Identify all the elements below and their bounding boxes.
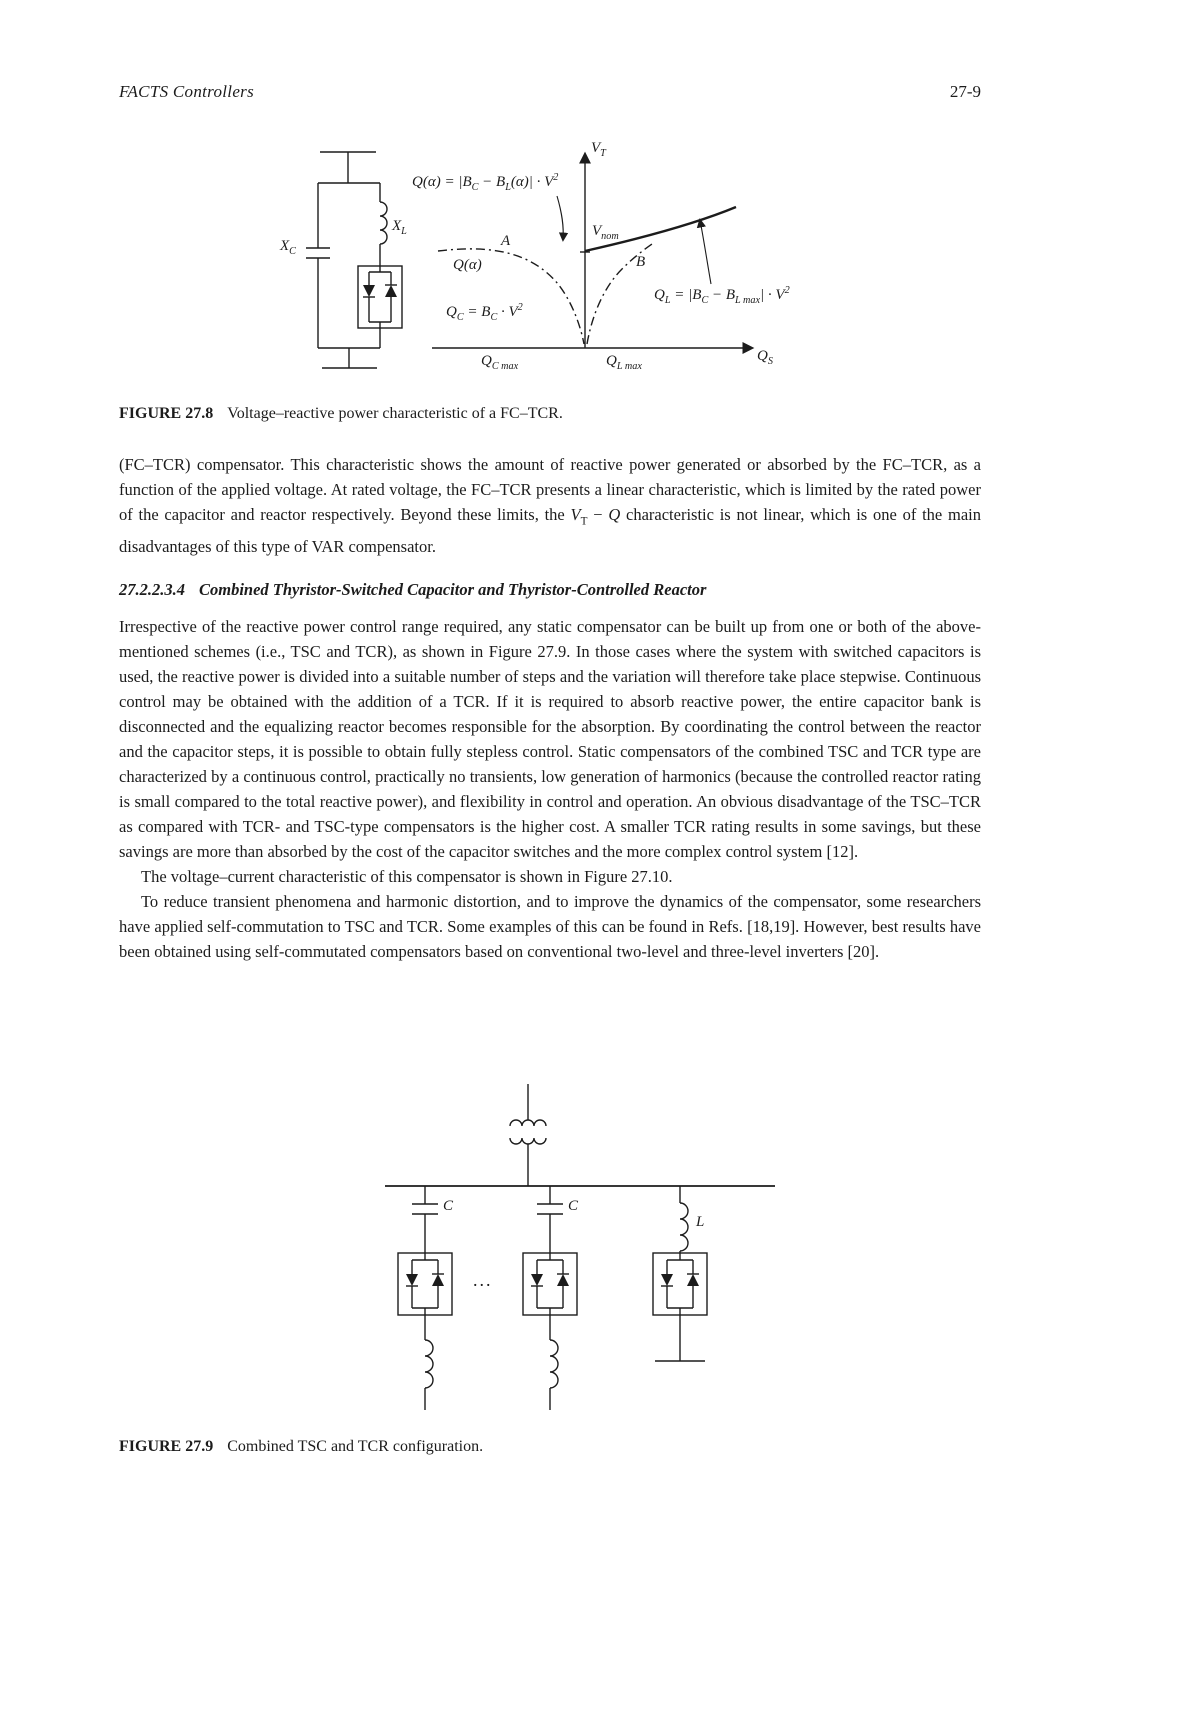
figure-27-9-caption: FIGURE 27.9 Combined TSC and TCR configur… <box>119 1437 981 1458</box>
page-header: FACTS Controllers 27-9 <box>119 82 981 102</box>
characteristic-curve <box>584 205 737 253</box>
figure-27-9-diagram: C C L ... <box>370 1078 800 1423</box>
tsc-branch-2 <box>522 1186 578 1410</box>
paragraph-2-text: Irrespective of the reactive power contr… <box>119 617 981 861</box>
label-qc-formula: QC = BC · V2 <box>446 302 523 323</box>
label-ql-max: QL max <box>606 353 642 372</box>
label-point-a: A <box>501 233 511 249</box>
paragraph-3-text: The voltage–current characteristic of th… <box>141 867 673 886</box>
paragraph-4-text: To reduce transient phenomena and harmon… <box>119 892 981 961</box>
caption-text: Combined TSC and TCR configuration. <box>227 1438 484 1455</box>
figure-27-8-diagram: XC XL VT Q(α) = |BC − BL(α)| · V2 A Vnom… <box>270 138 840 408</box>
label-q-axis: QS <box>757 348 773 367</box>
label-ql-formula: QL = |BC − BL max| · V2 <box>654 285 790 306</box>
section-heading: 27.2.2.3.4 Combined Thyristor-Switched Ca… <box>119 580 981 600</box>
label-reactor-l: L <box>696 1214 705 1230</box>
paragraph-1-text: (FC–TCR) compensator. This characteristi… <box>119 455 981 557</box>
thyristor-symbols <box>363 285 397 297</box>
ql-parabola-dashdot <box>586 243 653 345</box>
section-title: Combined Thyristor-Switched Capacitor an… <box>199 580 707 599</box>
qc-parabola-dashdot <box>437 248 585 345</box>
label-v-nom: Vnom <box>592 223 619 242</box>
label-qc-max: QC max <box>481 353 519 372</box>
thyristor-symbols-row <box>406 1274 699 1286</box>
caption-label: FIGURE 27.8 <box>119 405 214 422</box>
label-q-alpha: Q(α) <box>453 257 482 273</box>
vq-characteristic-svg <box>306 151 755 369</box>
running-head: FACTS Controllers <box>119 82 254 101</box>
figure-27-8-caption: FIGURE 27.8 Voltage–reactive power charac… <box>119 404 981 425</box>
label-capacitor-1: C <box>443 1198 454 1214</box>
caption-text: Voltage–reactive power characteristic of… <box>227 405 563 422</box>
transformer-symbol <box>509 1084 547 1186</box>
label-capacitor-2: C <box>568 1198 579 1214</box>
vq-graph <box>432 151 755 354</box>
label-xc: XC <box>280 238 296 257</box>
section-number: 27.2.2.3.4 <box>119 580 185 599</box>
label-xl: XL <box>392 218 407 237</box>
label-point-b: B <box>636 254 646 270</box>
inductor-coil <box>379 201 388 245</box>
annotation-arrow-ql <box>696 218 712 285</box>
page-number: 27-9 <box>949 82 981 101</box>
tsc-tcr-svg <box>385 1084 775 1410</box>
fc-tcr-circuit <box>306 151 403 369</box>
paragraph-1: (FC–TCR) compensator. This characteristi… <box>119 452 981 559</box>
label-formula-top: Q(α) = |BC − BL(α)| · V2 <box>412 172 559 193</box>
tcr-branch <box>652 1186 708 1362</box>
caption-label: FIGURE 27.9 <box>119 1438 214 1455</box>
label-v-axis: VT <box>591 140 606 159</box>
annotation-arrow-top <box>556 195 569 242</box>
tsc-branch-1 <box>397 1186 453 1410</box>
label-ellipsis: ... <box>473 1270 493 1290</box>
body-paragraphs: Irrespective of the reactive power contr… <box>119 614 981 964</box>
